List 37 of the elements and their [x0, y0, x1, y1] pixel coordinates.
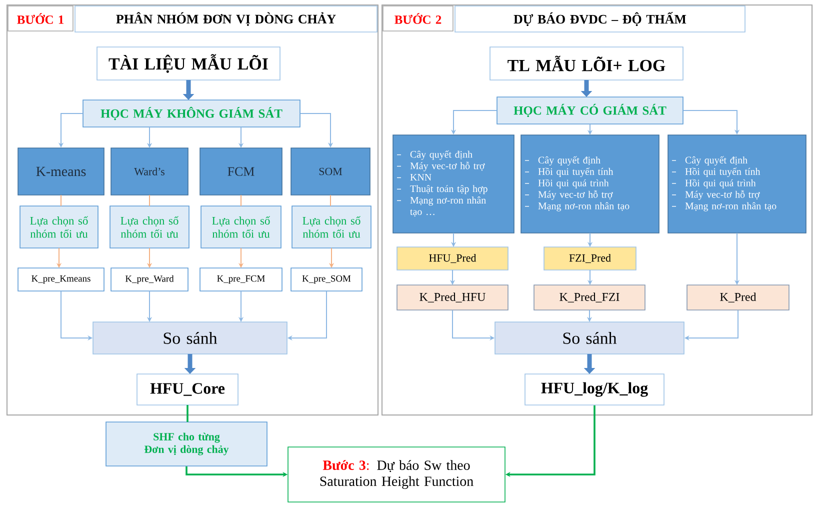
algorithm-list-box: Cây quyết định Máy vec-tơ hỗ trợ KNN Thuật toán tập hợp Mạng nơ-ron nhân tạo … — [392, 134, 514, 234]
compare-box: So sánh — [92, 322, 288, 354]
method-box: HỌC MÁY CÓ GIÁM SÁT — [496, 96, 684, 124]
connector-line — [240, 194, 242, 206]
algorithm-box: SOM — [290, 148, 370, 196]
step-box: Lựa chọn số nhóm tối ưu — [110, 206, 190, 248]
output-box: HFU_Core — [136, 374, 238, 406]
algorithm-list-box: Cây quyết định Hồi qui tuyến tính Hồi qui quá trình Máy vec-tơ hỗ trợ Mạng nơ-ron nhân tạo — [520, 134, 660, 234]
method-box: HỌC MÁY KHÔNG GIÁM SÁT — [82, 100, 300, 128]
input-box: TÀI LIỆU MẪU LÕI — [96, 46, 280, 80]
result-box: K_Pred_HFU — [396, 284, 508, 310]
input-box: TL MẪU LÕI+ LOG — [490, 46, 684, 80]
connector-line — [330, 194, 331, 206]
result-box: K_pre_SOM — [290, 268, 362, 292]
compare-box: So sánh — [494, 322, 684, 354]
algorithm-list-box: Cây quyết định Hồi qui tuyến tính Hồi qui quá trình Máy vec-tơ hỗ trợ Mạng nơ-ron nhân tạo — [668, 134, 806, 234]
connector-line — [149, 194, 150, 206]
result-box: K_pre_FCM — [200, 268, 282, 292]
step-box: Lựa chọn số nhóm tối ưu — [292, 206, 372, 248]
algorithm-box: FCM — [200, 148, 282, 196]
step-box: Lựa chọn số nhóm tối ưu — [20, 206, 98, 248]
algorithm-box: K-means — [18, 148, 104, 196]
algorithm-box: Ward’s — [110, 148, 188, 196]
step-tab: BƯỚC 1 — [8, 6, 74, 32]
step-box: Lựa chọn số nhóm tối ưu — [200, 206, 282, 248]
step-box: SHF cho từng Đơn vị dòng chảy — [106, 422, 268, 466]
result-box: K_pre_Kmeans — [18, 268, 104, 292]
connector-line — [186, 405, 188, 422]
connector-line — [60, 194, 62, 206]
prediction-box: FZI_Pred — [544, 246, 636, 270]
final-step-box: Bước 3: Dự báo Sw theo Saturation Height Function — [288, 446, 506, 502]
step-tab: BƯỚC 2 — [382, 6, 454, 32]
output-box: HFU_log/K_log — [524, 374, 664, 406]
result-box: K_Pred_FZI — [534, 284, 646, 310]
result-box: K_Pred — [686, 284, 790, 310]
prediction-box: HFU_Pred — [396, 246, 508, 270]
result-box: K_pre_Ward — [110, 268, 188, 292]
